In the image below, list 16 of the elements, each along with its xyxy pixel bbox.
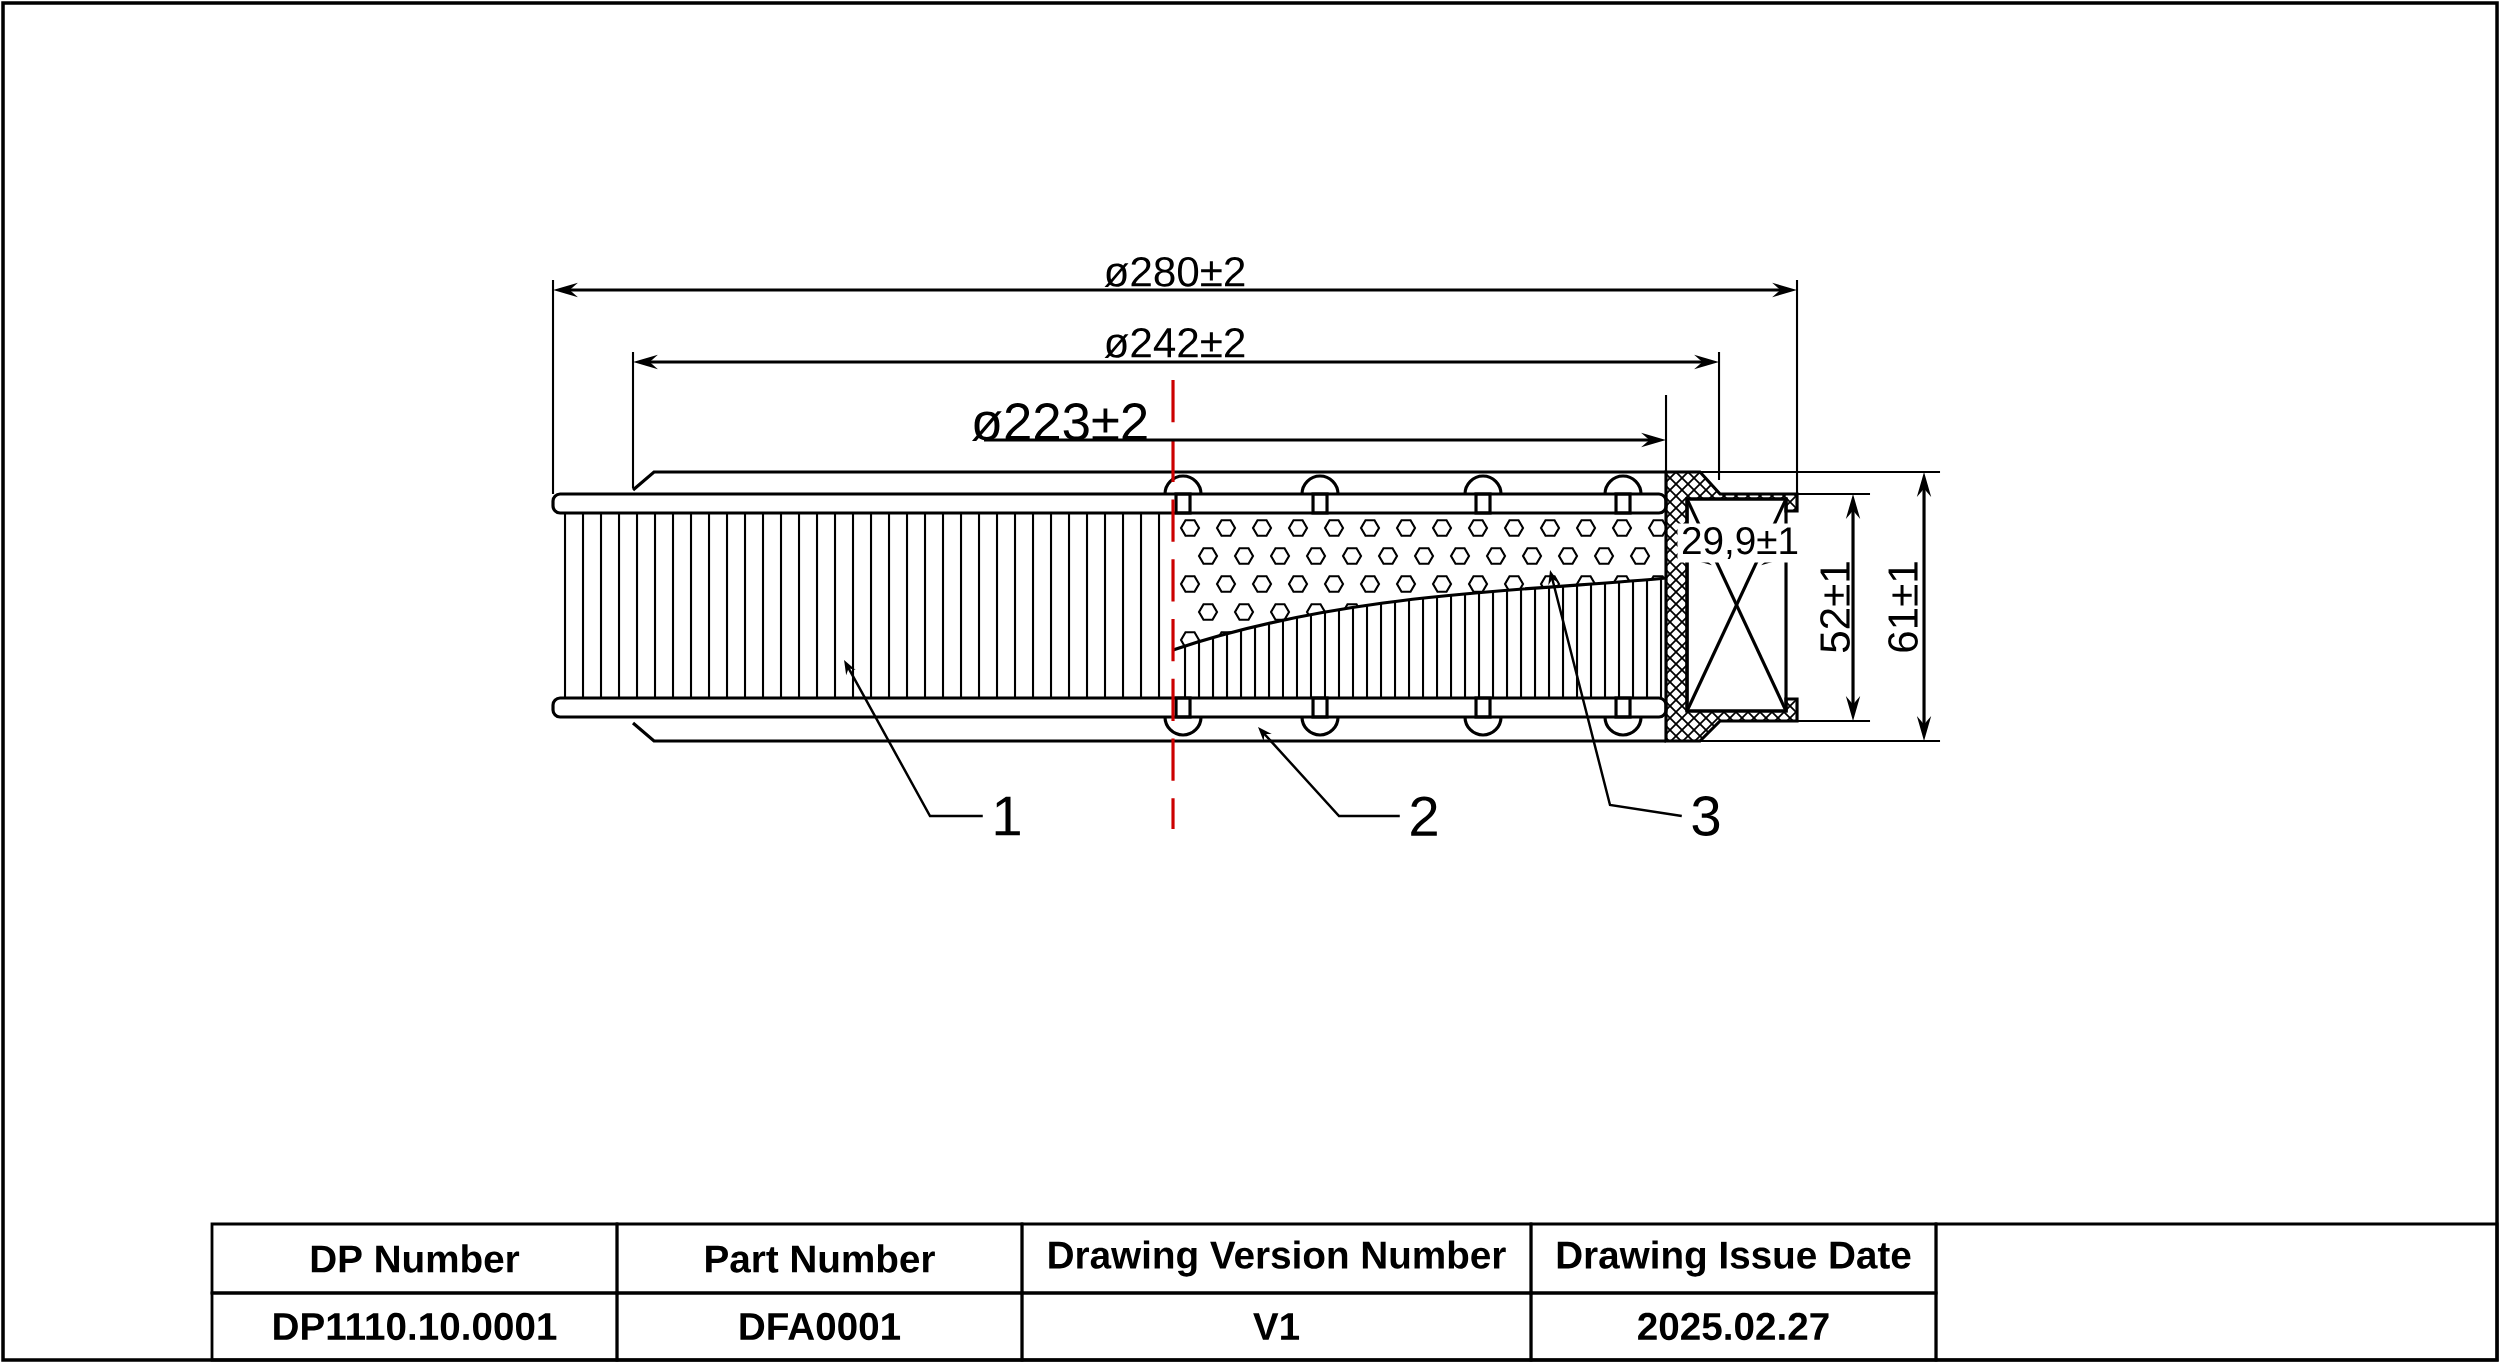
dimension-label: ø280±2 <box>1104 256 1245 288</box>
dimension-label: 61±1 <box>1888 562 1918 652</box>
table-cell: DFA0001 <box>615 1291 1024 1362</box>
table-header-cell: Drawing Version Number <box>1020 1222 1533 1295</box>
dimension-label: ø242±2 <box>1104 327 1245 359</box>
callout-number: 3 <box>1692 796 1720 836</box>
callout-number: 1 <box>995 796 1020 836</box>
dimension-label: 29,9±1 <box>1677 523 1803 563</box>
dimension-label: 52±1 <box>1820 562 1850 653</box>
table-header-cell: Drawing Issue Date <box>1529 1222 1938 1295</box>
table-header-cell: DP Number <box>210 1222 619 1295</box>
table-cell: DP1110.10.0001 <box>210 1291 619 1362</box>
callout-number: 2 <box>1411 796 1437 836</box>
table-header-cell: Part Number <box>615 1222 1024 1295</box>
table-cell: V1 <box>1020 1291 1533 1362</box>
table-cell: 2025.02.27 <box>1529 1291 1938 1362</box>
